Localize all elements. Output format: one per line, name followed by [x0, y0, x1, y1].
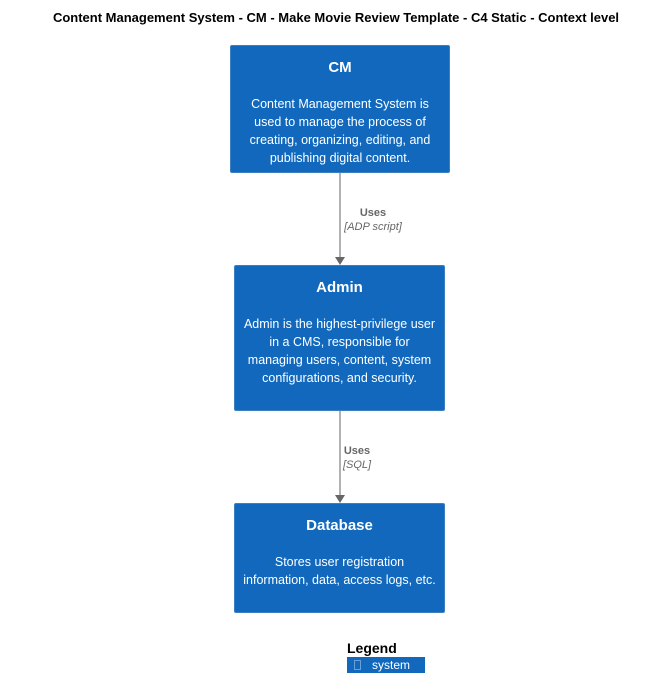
edge-label-cm-admin: Uses [ADP script] — [330, 206, 416, 234]
node-admin-description: Admin is the highest-privilege user in a… — [243, 317, 436, 385]
node-database[interactable]: Database Stores user registration inform… — [234, 503, 445, 613]
node-cm-description: Content Management System is used to man… — [249, 97, 431, 165]
node-admin-title: Admin — [316, 279, 363, 296]
node-cm-title: CM — [328, 59, 352, 76]
legend-title: Legend — [347, 640, 397, 656]
node-cm[interactable]: CM Content Management System is used to … — [230, 45, 450, 173]
legend-item-system: system — [347, 657, 425, 673]
node-admin[interactable]: Admin Admin is the highest-privilege use… — [234, 265, 445, 411]
edge-relationship-label: Uses — [343, 445, 371, 457]
node-database-title: Database — [306, 517, 373, 534]
edge-technology-label: [ADP script] — [344, 221, 402, 233]
node-database-description: Stores user registration information, da… — [243, 555, 436, 587]
legend: Legend system — [347, 640, 425, 673]
edge-technology-label: [SQL] — [342, 459, 372, 471]
edge-relationship-label: Uses — [359, 207, 387, 219]
edge-label-admin-database: Uses [SQL] — [340, 444, 374, 472]
legend-item-label: system — [372, 658, 411, 672]
diagram-title: Content Management System - CM - Make Mo… — [52, 10, 620, 25]
legend-swatch-icon — [354, 660, 361, 670]
